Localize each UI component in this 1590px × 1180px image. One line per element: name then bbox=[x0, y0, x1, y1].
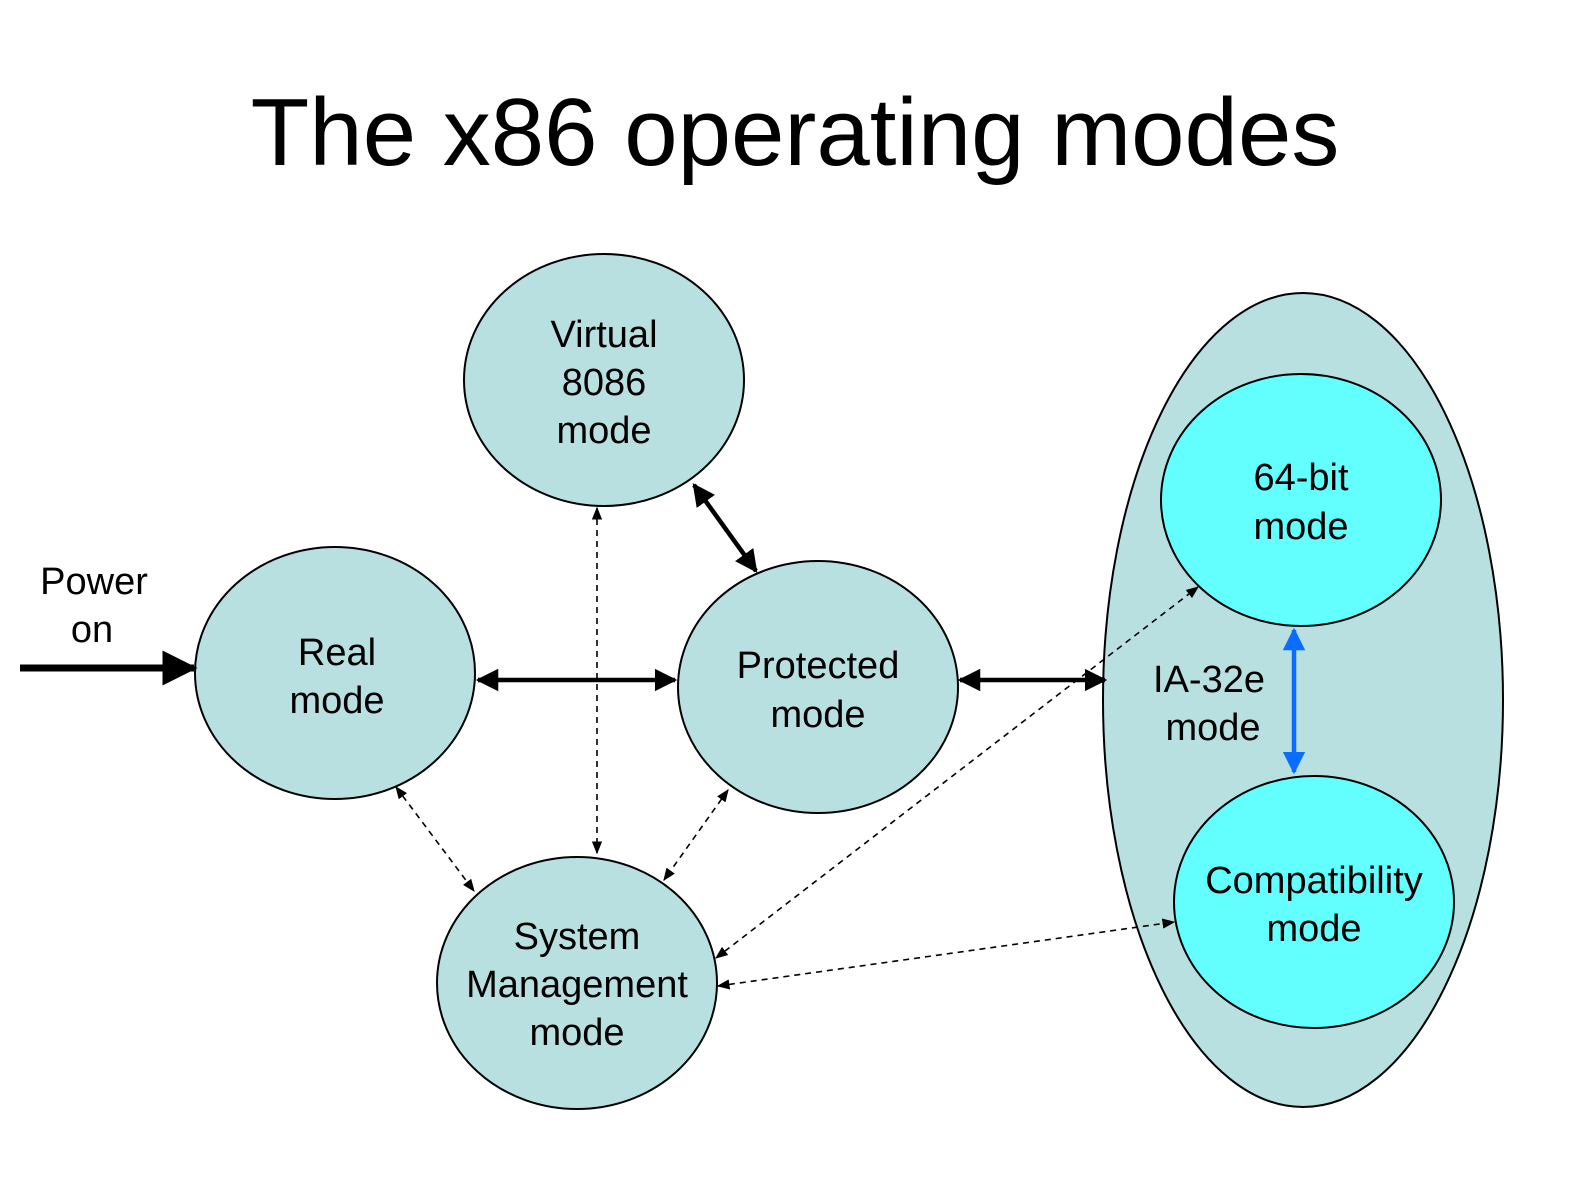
smm-label-line1: System bbox=[514, 916, 641, 958]
slide-title: The x86 operating modes bbox=[250, 79, 1340, 186]
virtual-8086-label-line3: mode bbox=[556, 410, 651, 452]
virtual-8086-mode-node[interactable] bbox=[463, 253, 745, 507]
power-on-label-line2: on bbox=[71, 609, 113, 651]
real-mode-label-line1: Real bbox=[298, 632, 376, 674]
compatibility-mode-node[interactable] bbox=[1173, 775, 1455, 1029]
virtual-protected-arrow bbox=[692, 483, 758, 573]
smm-label-line3: mode bbox=[529, 1012, 624, 1054]
64-bit-label-line2: mode bbox=[1253, 506, 1348, 548]
protected-mode-label-line2: mode bbox=[770, 694, 865, 736]
64-bit-mode-node[interactable] bbox=[1160, 373, 1442, 627]
ia32e-label-line2: mode bbox=[1165, 707, 1260, 749]
protected-smm-dashed-arrow bbox=[663, 788, 729, 882]
virtual-8086-label-line1: Virtual bbox=[550, 314, 657, 356]
ia32e-label-line1: IA-32e bbox=[1153, 659, 1265, 701]
smm-compat-dashed-arrow bbox=[716, 918, 1176, 990]
compatibility-label-line1: Compatibility bbox=[1205, 860, 1423, 902]
protected-mode-label-line1: Protected bbox=[737, 645, 900, 687]
smm-64bit-dashed-arrow bbox=[714, 586, 1200, 959]
power-on-label-line1: Power bbox=[40, 561, 148, 603]
virtual-8086-label-line2: 8086 bbox=[562, 362, 647, 404]
protected-mode-node[interactable] bbox=[677, 560, 959, 814]
64-bit-label-line1: 64-bit bbox=[1253, 457, 1348, 499]
real-mode-label-line2: mode bbox=[289, 680, 384, 722]
compatibility-label-line2: mode bbox=[1266, 908, 1361, 950]
real-smm-dashed-arrow bbox=[395, 785, 475, 893]
smm-label-line2: Management bbox=[466, 964, 688, 1006]
